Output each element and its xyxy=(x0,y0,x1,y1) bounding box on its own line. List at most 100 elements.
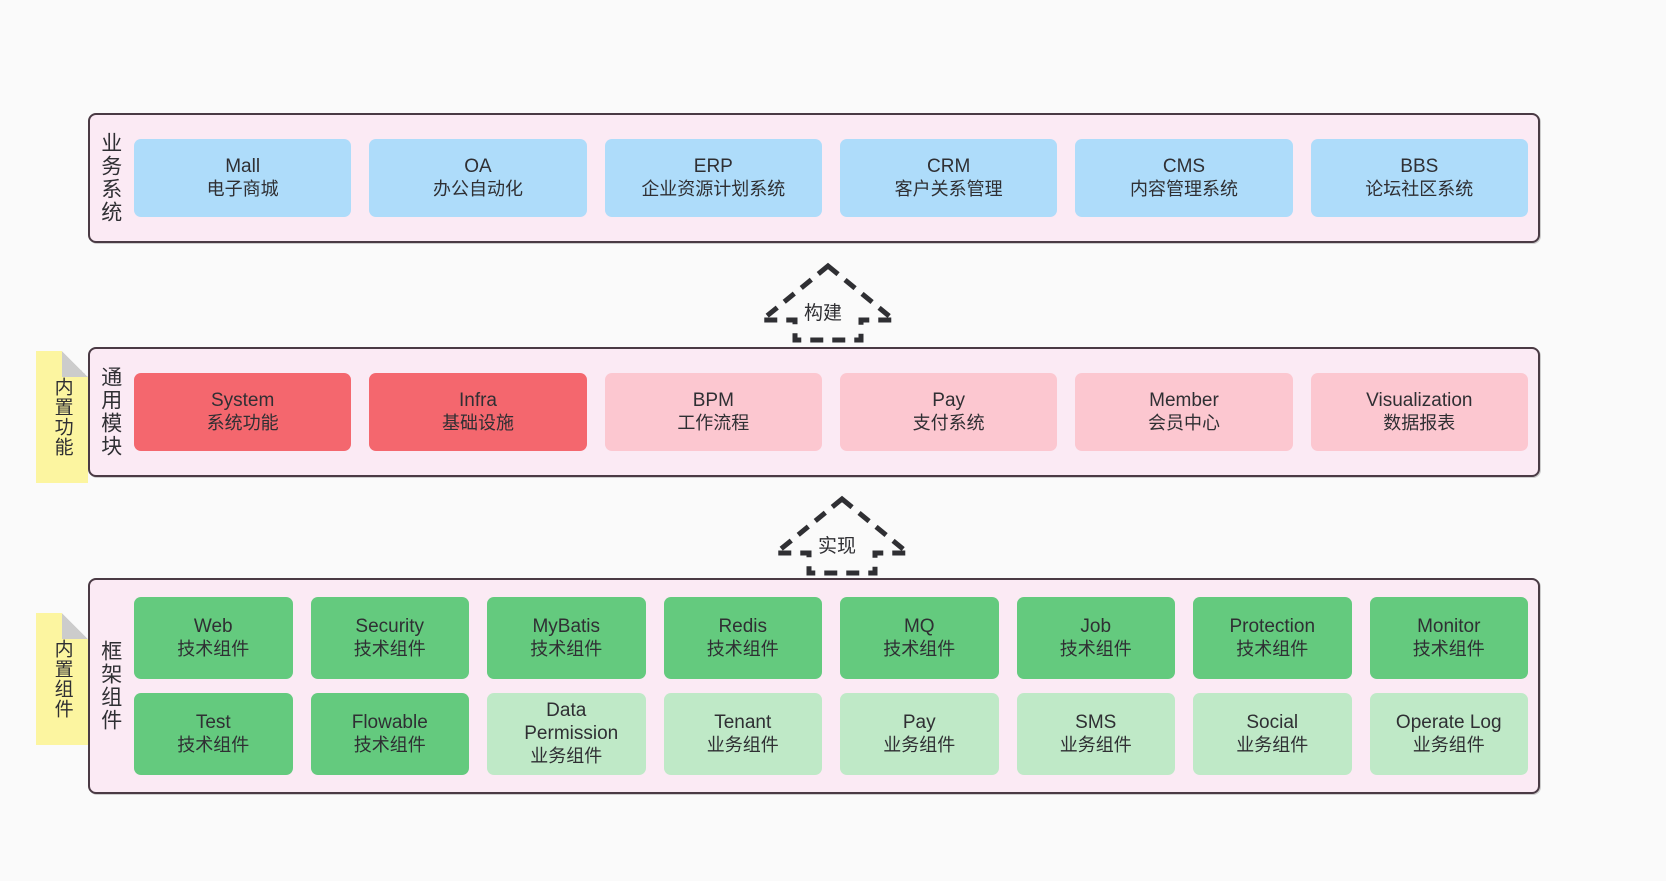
card-infra[interactable]: Infra 基础设施 xyxy=(369,373,587,451)
card-operate-log[interactable]: Operate Log 业务组件 xyxy=(1369,693,1528,775)
card-row: System 系统功能 Infra 基础设施 BPM 工作流程 Pay 支付系统… xyxy=(134,373,1528,451)
card-title: MyBatis xyxy=(532,615,601,637)
layer-title-business-system: 业务系统 xyxy=(98,132,122,224)
card-subtitle: 技术组件 xyxy=(353,638,426,659)
card-title: Mall xyxy=(225,155,261,177)
card-member[interactable]: Member 会员中心 xyxy=(1075,373,1293,451)
card-subtitle: 办公自动化 xyxy=(432,178,523,199)
card-title: Infra xyxy=(458,389,497,411)
card-subtitle: 技术组件 xyxy=(530,638,603,659)
card-erp[interactable]: ERP 企业资源计划系统 xyxy=(604,139,822,217)
card-subtitle: 技术组件 xyxy=(1059,638,1132,659)
card-security[interactable]: Security 技术组件 xyxy=(310,597,469,679)
note-builtin-component: 内置组件 xyxy=(36,613,88,745)
card-subtitle: 业务组件 xyxy=(1412,734,1485,755)
card-subtitle: 业务组件 xyxy=(530,746,603,766)
card-test[interactable]: Test 技术组件 xyxy=(134,693,293,775)
card-protection[interactable]: Protection 技术组件 xyxy=(1193,597,1352,679)
card-subtitle: 系统功能 xyxy=(206,412,279,433)
card-bbs[interactable]: BBS 论坛社区系统 xyxy=(1310,139,1528,217)
card-subtitle: 业务组件 xyxy=(706,734,779,755)
card-title: Protection xyxy=(1229,615,1316,637)
card-job[interactable]: Job 技术组件 xyxy=(1016,597,1175,679)
card-title: OA xyxy=(464,155,492,177)
card-subtitle: 内容管理系统 xyxy=(1129,178,1238,199)
connector-implement: 实现 xyxy=(768,495,916,576)
card-title: Pay xyxy=(902,711,936,733)
card-title: Visualization xyxy=(1366,389,1473,411)
card-title: Redis xyxy=(718,615,768,637)
card-subtitle: 业务组件 xyxy=(883,734,956,755)
card-title: Member xyxy=(1149,389,1219,411)
card-subtitle: 论坛社区系统 xyxy=(1365,178,1474,199)
card-title: BBS xyxy=(1400,155,1439,177)
note-label: 内置功能 xyxy=(51,377,73,457)
note-builtin-function: 内置功能 xyxy=(36,351,88,483)
card-title: Test xyxy=(195,711,231,733)
card-title: CRM xyxy=(927,155,971,177)
card-title: Web xyxy=(193,615,233,637)
card-bpm[interactable]: BPM 工作流程 xyxy=(604,373,822,451)
card-subtitle: 支付系统 xyxy=(912,412,985,433)
card-title: Flowable xyxy=(351,711,428,733)
layer-title-framework-component: 框架组件 xyxy=(98,640,122,732)
card-oa[interactable]: OA 办公自动化 xyxy=(369,139,587,217)
card-title: ERP xyxy=(693,155,733,177)
card-redis[interactable]: Redis 技术组件 xyxy=(663,597,822,679)
connector-build-label: 构建 xyxy=(804,303,843,324)
card-visualization[interactable]: Visualization 数据报表 xyxy=(1310,373,1528,451)
card-title: SMS xyxy=(1075,711,1117,733)
card-crm[interactable]: CRM 客户关系管理 xyxy=(839,139,1058,217)
card-title: Social xyxy=(1246,711,1299,733)
layer-body-common-module: System 系统功能 Infra 基础设施 BPM 工作流程 Pay 支付系统… xyxy=(130,349,1538,475)
card-title: Job xyxy=(1080,615,1112,637)
card-row-business: Test 技术组件 Flowable 技术组件 Data Permission … xyxy=(134,693,1528,775)
layer-common-module[interactable]: 通用模块 System 系统功能 Infra 基础设施 BPM 工作流程 Pay… xyxy=(88,347,1540,477)
card-subtitle: 技术组件 xyxy=(177,638,250,659)
card-web[interactable]: Web 技术组件 xyxy=(134,597,293,679)
card-title: Pay xyxy=(932,389,966,411)
layer-title-common-module: 通用模块 xyxy=(98,366,122,458)
card-subtitle: 客户关系管理 xyxy=(894,178,1003,199)
card-pay-business[interactable]: Pay 业务组件 xyxy=(840,693,999,775)
card-title: Monitor xyxy=(1417,615,1481,637)
card-subtitle: 电子商城 xyxy=(206,178,279,199)
card-data-permission[interactable]: Data Permission 业务组件 xyxy=(487,693,646,775)
card-row-technical: Web 技术组件 Security 技术组件 MyBatis 技术组件 Redi… xyxy=(134,597,1528,679)
card-sms[interactable]: SMS 业务组件 xyxy=(1016,693,1175,775)
card-subtitle: 会员中心 xyxy=(1147,412,1220,433)
card-title: CMS xyxy=(1162,155,1206,177)
card-social[interactable]: Social 业务组件 xyxy=(1193,693,1352,775)
card-tenant[interactable]: Tenant 业务组件 xyxy=(663,693,822,775)
dashed-arrow-up-icon xyxy=(754,262,902,343)
card-monitor[interactable]: Monitor 技术组件 xyxy=(1369,597,1528,679)
card-cms[interactable]: CMS 内容管理系统 xyxy=(1075,139,1293,217)
card-subtitle: 技术组件 xyxy=(883,638,956,659)
card-pay[interactable]: Pay 支付系统 xyxy=(839,373,1058,451)
layer-framework-component[interactable]: 框架组件 Web 技术组件 Security 技术组件 MyBatis 技术组件… xyxy=(88,578,1540,794)
connector-build: 构建 xyxy=(754,262,902,343)
card-row: Mall 电子商城 OA 办公自动化 ERP 企业资源计划系统 CRM 客户关系… xyxy=(134,139,1528,217)
card-title: System xyxy=(210,389,275,411)
card-system[interactable]: System 系统功能 xyxy=(134,373,352,451)
card-title: BPM xyxy=(692,389,734,411)
card-mq[interactable]: MQ 技术组件 xyxy=(840,597,999,679)
card-subtitle: 企业资源计划系统 xyxy=(641,178,786,199)
card-subtitle: 技术组件 xyxy=(1236,638,1309,659)
card-title: Tenant xyxy=(714,711,772,733)
card-subtitle: 业务组件 xyxy=(1059,734,1132,755)
card-subtitle: 业务组件 xyxy=(1236,734,1309,755)
card-subtitle: 工作流程 xyxy=(677,412,750,433)
layer-body-framework-component: Web 技术组件 Security 技术组件 MyBatis 技术组件 Redi… xyxy=(130,580,1538,792)
card-mall[interactable]: Mall 电子商城 xyxy=(134,139,352,217)
card-subtitle: 基础设施 xyxy=(441,412,514,433)
card-title: Data Permission xyxy=(524,700,619,745)
card-subtitle: 技术组件 xyxy=(353,734,426,755)
card-mybatis[interactable]: MyBatis 技术组件 xyxy=(487,597,646,679)
connector-implement-label: 实现 xyxy=(818,536,857,557)
layer-business-system[interactable]: 业务系统 Mall 电子商城 OA 办公自动化 ERP 企业资源计划系统 CRM… xyxy=(88,113,1540,243)
note-label: 内置组件 xyxy=(51,639,73,719)
card-flowable[interactable]: Flowable 技术组件 xyxy=(310,693,469,775)
layer-body-business-system: Mall 电子商城 OA 办公自动化 ERP 企业资源计划系统 CRM 客户关系… xyxy=(130,115,1538,241)
card-subtitle: 技术组件 xyxy=(177,734,250,755)
